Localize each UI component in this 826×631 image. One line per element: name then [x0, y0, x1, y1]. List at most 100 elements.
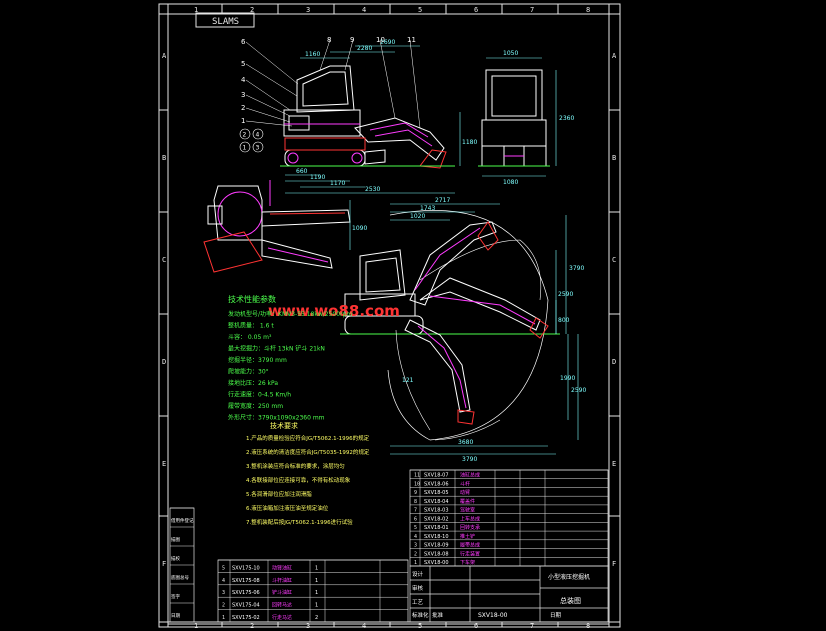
title-block-label: 标准化	[412, 611, 429, 619]
dim-front-right: 2360	[559, 115, 574, 122]
parts-left-qty: 1	[315, 578, 318, 584]
title-drawing-no: SXV18-00	[478, 612, 508, 619]
balloon-number: 8	[327, 36, 331, 44]
dim-side-bottom-1: 660	[296, 168, 308, 175]
balloon-circle	[239, 128, 251, 140]
balloon-circled-number: 2	[243, 132, 247, 139]
grid-col-label: 6	[474, 6, 478, 14]
note-line: 1.产品的质量检验应符合JG/T5062.1-1996的规定	[246, 434, 370, 442]
parts-right-name: 动臂	[460, 489, 470, 496]
parts-right-index: 8	[414, 499, 417, 505]
notes-lines: 1.产品的质量检验应符合JG/T5062.1-1996的规定 2.液压系统的清洁度…	[246, 434, 370, 526]
parts-right-name: 驾驶室	[460, 507, 475, 514]
grid-col-label: 1	[194, 622, 198, 630]
parts-left-qty: 2	[315, 615, 318, 621]
balloon-circle	[252, 141, 264, 153]
parts-left-code: SXV175-04	[232, 603, 260, 609]
dim-work-tag: 121	[402, 377, 414, 384]
grid-col-label: 2	[250, 6, 254, 14]
parts-right-name: 行走装置	[460, 550, 480, 557]
grid-row-label: B	[612, 154, 616, 162]
parts-right-code: SXV18-10	[424, 534, 449, 540]
title-block-label: 审核	[412, 584, 424, 592]
parts-left-code: SXV175-06	[232, 590, 260, 596]
parts-right-index: 6	[414, 516, 417, 522]
grid-row-label: C	[162, 256, 166, 264]
balloon-number: 6	[241, 38, 246, 46]
grid-col-label: 1	[194, 6, 198, 14]
left-strip-label: 描校	[171, 555, 180, 562]
title-block-labels: 设计审核工艺标准化批准日期	[412, 570, 562, 619]
dim-side-top-3: 2690	[380, 39, 395, 46]
grid-col-label: 7	[530, 6, 534, 14]
balloon-number: 11	[407, 36, 416, 44]
work-range-view	[340, 210, 560, 441]
grid-row-label: A	[162, 52, 167, 60]
balloon-circle	[252, 128, 264, 140]
watermark: www.wo88.com	[268, 302, 400, 320]
parts-left-name: 动臂油缸	[272, 564, 292, 571]
title-block-label: 工艺	[412, 599, 424, 606]
grid-row-label: E	[612, 460, 616, 468]
parts-right-code: SXV18-01	[424, 525, 449, 531]
notes-title: 技术要求	[270, 421, 298, 430]
balloon-number: 1	[241, 117, 245, 125]
spec-line: 整机质量： 1.6 t	[228, 322, 274, 330]
parts-left-name: 斗杆油缸	[272, 577, 292, 584]
balloon-number: 10	[376, 36, 385, 44]
parts-left-code: SXV175-10	[232, 565, 260, 571]
title-name: 小型液压挖掘机	[548, 573, 590, 581]
parts-right-code: SXV18-08	[424, 551, 449, 557]
title-block-label: 批准	[432, 611, 444, 619]
dim-front-top: 1050	[503, 50, 518, 57]
spec-line: 履带宽度：250 mm	[228, 402, 283, 410]
note-line: 6.液压油箱加注液压油至规定油位	[246, 504, 329, 512]
code-box-label: SLAMS	[212, 17, 239, 27]
dim-side-bottom-2: 1190	[310, 174, 325, 181]
parts-left-index: 1	[222, 615, 225, 621]
note-line: 5.各润滑部位应加注润滑脂	[246, 490, 312, 498]
balloon-circle	[239, 141, 251, 153]
parts-right-code: SXV18-04	[424, 499, 449, 505]
parts-left-index: 5	[222, 565, 225, 571]
parts-right-name: 回转支承	[460, 524, 480, 531]
dim-side-top-1: 1160	[305, 51, 320, 58]
code-box	[195, 12, 255, 28]
parts-right-code: SXV18-03	[424, 508, 449, 514]
grid-row-label: B	[162, 154, 166, 162]
parts-right-name: 油缸总成	[460, 472, 480, 479]
spec-line: 外形尺寸：3790x1090x2360 mm	[228, 414, 325, 422]
front-dims	[482, 57, 557, 177]
title-block	[409, 565, 609, 623]
spec-line: 发动机型号/功率：KMV3-55 18kw/2500rpm	[228, 310, 352, 318]
dim-work-bottom-1: 3680	[458, 439, 473, 446]
parts-right-name: 履带总成	[460, 542, 480, 549]
note-line: 4.各联接部位应连接可靠，不得有松动现象	[246, 476, 351, 484]
leaders	[245, 39, 421, 129]
dim-work-right-3: 800	[558, 317, 570, 324]
parts-left-qty: 1	[315, 590, 318, 596]
parts-right-index: 4	[414, 534, 417, 540]
dim-side-bottom-3: 1170	[330, 180, 345, 187]
dim-work-top-1: 2717	[435, 197, 450, 204]
spec-line: 最大挖掘力：斗杆 13kN 铲斗 21kN	[228, 345, 325, 353]
parts-right-index: 10	[414, 481, 420, 487]
parts-right-code: SXV18-06	[424, 481, 449, 487]
specs-title: 技术性能参数	[228, 294, 276, 304]
grid-col-label: 5	[418, 622, 422, 630]
note-line: 2.液压系统的清洁度应符合JG/T5035-1992的规定	[246, 448, 370, 456]
parts-right-code: SXV18-09	[424, 543, 449, 549]
balloon-circled-number: 4	[256, 132, 260, 139]
side-view	[280, 65, 455, 169]
grid-row-label: A	[612, 52, 617, 60]
title-block-label: 日期	[550, 612, 562, 619]
dim-front-bottom: 1080	[503, 179, 518, 186]
spec-line: 挖掘半径：3790 mm	[228, 356, 287, 364]
grid-col-label: 2	[250, 622, 254, 630]
spec-line: 接地比压：26 kPa	[228, 379, 278, 387]
left-strip-label: 借用件登记	[171, 517, 194, 524]
grid-row-label: F	[162, 560, 166, 568]
top-view	[203, 180, 351, 273]
